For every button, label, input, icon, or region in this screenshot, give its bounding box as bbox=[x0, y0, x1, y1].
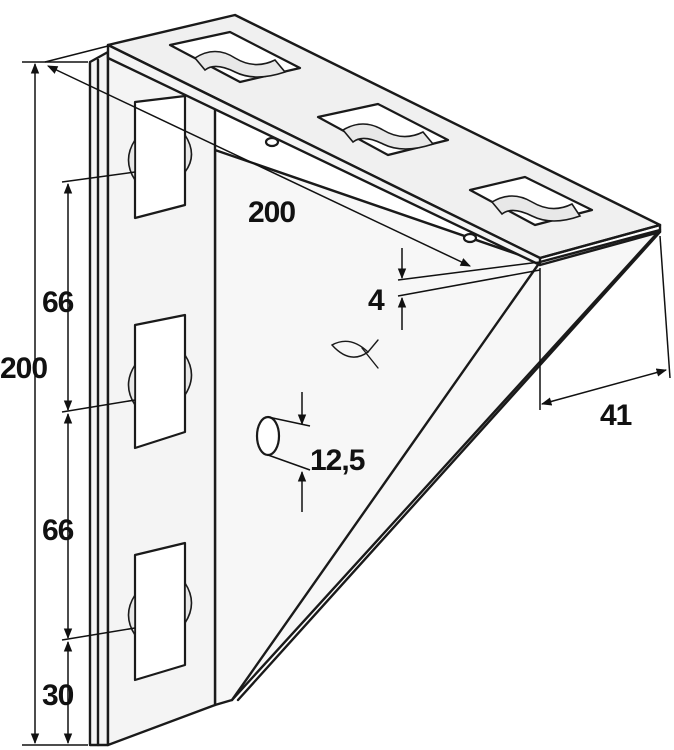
fish-logo bbox=[330, 339, 379, 369]
dim-height-200 bbox=[22, 61, 88, 746]
label-height-200: 200 bbox=[0, 352, 47, 385]
label-spacing-upper: 66 bbox=[42, 286, 74, 319]
rivet-hole-1 bbox=[264, 136, 280, 148]
horizontal-plate-rim bbox=[538, 223, 662, 267]
dim-spacing-lower bbox=[61, 412, 136, 641]
vertical-slot-bottom bbox=[127, 541, 193, 682]
web-hole bbox=[255, 415, 281, 457]
gusset-front-edge bbox=[230, 260, 542, 702]
label-thickness-4: 4 bbox=[368, 284, 385, 317]
gusset-back-edge bbox=[236, 230, 662, 702]
dim-thickness-4 bbox=[397, 248, 541, 330]
label-hole-12-5: 12,5 bbox=[310, 444, 365, 477]
label-width-200: 200 bbox=[248, 196, 295, 229]
dim-hole-12-5 bbox=[267, 392, 311, 512]
vertical-slot-top bbox=[127, 94, 193, 220]
dim-depth-41 bbox=[539, 235, 671, 410]
label-bottom-30: 30 bbox=[42, 679, 74, 712]
dim-width-200 bbox=[44, 45, 471, 267]
rivet-hole-2 bbox=[462, 232, 478, 244]
vertical-slot-middle bbox=[127, 313, 193, 450]
horizontal-slot-3 bbox=[468, 175, 594, 227]
label-depth-41: 41 bbox=[600, 399, 632, 432]
label-spacing-lower: 66 bbox=[42, 514, 74, 547]
